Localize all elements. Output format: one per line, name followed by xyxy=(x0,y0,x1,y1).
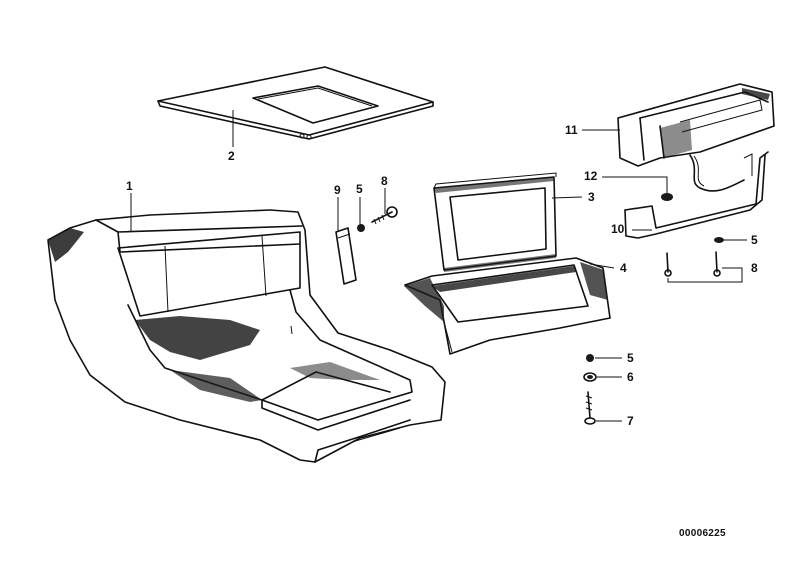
callout-3: 3 xyxy=(588,190,595,204)
frame-part-3 xyxy=(433,172,557,272)
bracket-part-10 xyxy=(624,151,769,239)
callout-1: 1 xyxy=(126,179,133,193)
callout-6: 6 xyxy=(627,370,634,384)
tray-insert-part-4 xyxy=(404,257,611,355)
callout-5-top: 5 xyxy=(356,182,363,196)
callout-2: 2 xyxy=(228,149,235,163)
callout-7: 7 xyxy=(627,414,634,428)
callout-10: 10 xyxy=(611,222,625,236)
screws-part-8-right xyxy=(664,251,721,277)
callout-5-bottom: 5 xyxy=(627,351,634,365)
callout-11: 11 xyxy=(565,123,578,137)
callout-12: 12 xyxy=(584,169,598,183)
callout-8-top: 8 xyxy=(381,174,388,188)
callout-5-right: 5 xyxy=(751,233,758,247)
callout-8-right: 8 xyxy=(751,261,758,275)
grommet-part-12 xyxy=(661,193,673,201)
screw-part-8-top xyxy=(371,206,398,225)
washer-part-6 xyxy=(583,372,597,382)
callout-4: 4 xyxy=(620,261,627,275)
console-body-part-1 xyxy=(47,209,446,463)
callout-9: 9 xyxy=(334,183,341,197)
nut-part-5-bottom xyxy=(586,354,594,362)
diagram-number: 00006225 xyxy=(679,528,726,539)
strip-part-9 xyxy=(335,227,357,285)
cover-panel-part-2 xyxy=(157,66,434,140)
nut-part-5-right xyxy=(714,237,724,243)
housing-part-11 xyxy=(617,83,775,192)
nut-part-5-top xyxy=(357,224,365,232)
screw-part-7 xyxy=(584,391,596,425)
leader-lines xyxy=(130,110,747,422)
